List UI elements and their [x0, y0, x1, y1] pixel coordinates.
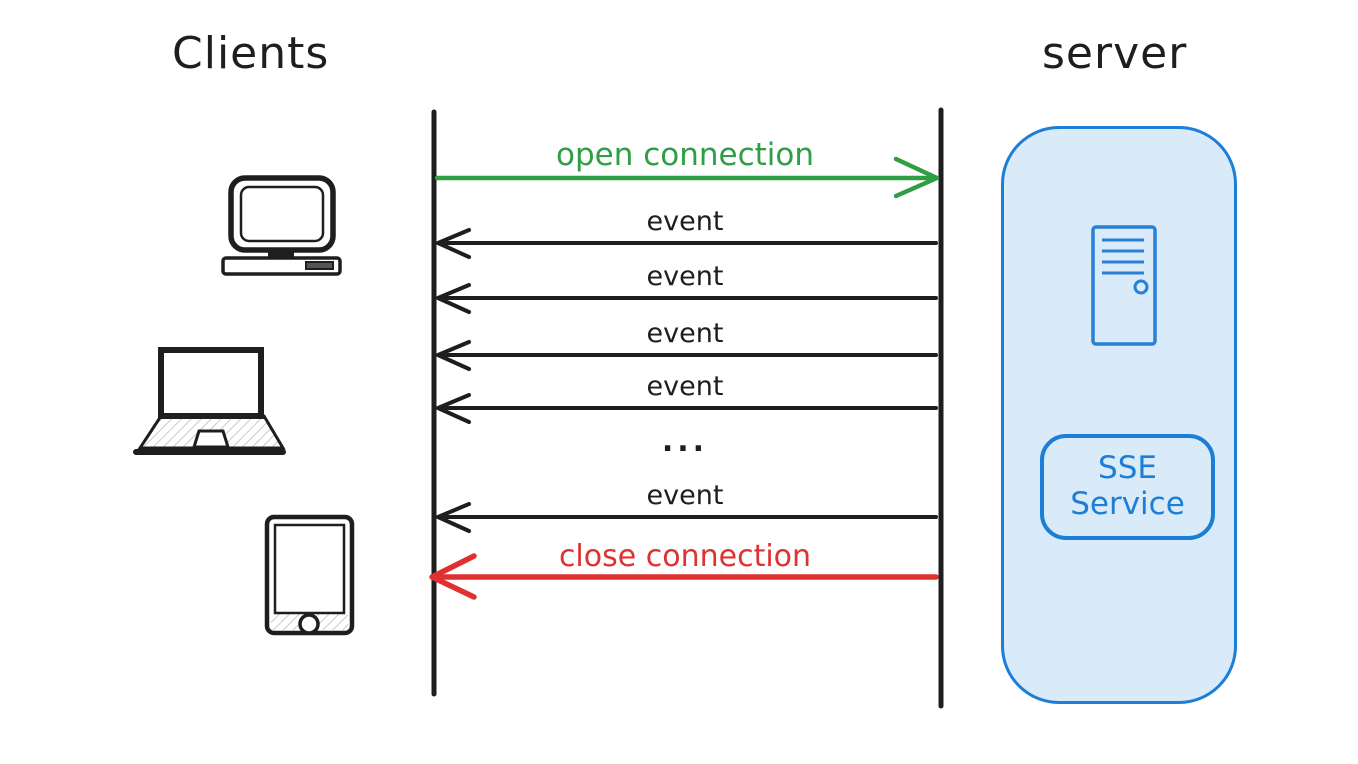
tablet-icon	[264, 514, 355, 636]
server-panel: SSE Service	[1001, 126, 1237, 704]
message-label-event: event	[646, 318, 724, 349]
laptop-icon	[133, 347, 286, 455]
open-connection-arrow	[434, 156, 940, 199]
sse-service-label-line1: SSE	[1098, 450, 1157, 487]
event-arrow	[436, 393, 938, 424]
sse-service-label-line2: Service	[1070, 486, 1185, 522]
message-label-open-connection: open connection	[555, 137, 815, 173]
message-label-close-connection: close connection	[558, 539, 812, 574]
event-arrow	[436, 340, 938, 371]
desktop-computer-icon	[221, 175, 342, 276]
server-title: server	[1042, 28, 1188, 79]
message-label-event: event	[646, 261, 724, 292]
clients-title: Clients	[172, 28, 330, 79]
close-connection-arrow	[429, 553, 939, 600]
message-label-event: event	[646, 371, 724, 402]
event-arrow	[436, 502, 938, 533]
message-label-event: event	[646, 480, 724, 511]
message-label-event: event	[646, 206, 724, 237]
event-arrow	[436, 283, 938, 314]
event-arrow	[436, 228, 938, 259]
sse-service-box: SSE Service	[1040, 434, 1215, 540]
message-label-ellipsis: ...	[661, 424, 709, 459]
server-tower-icon	[1091, 225, 1157, 346]
